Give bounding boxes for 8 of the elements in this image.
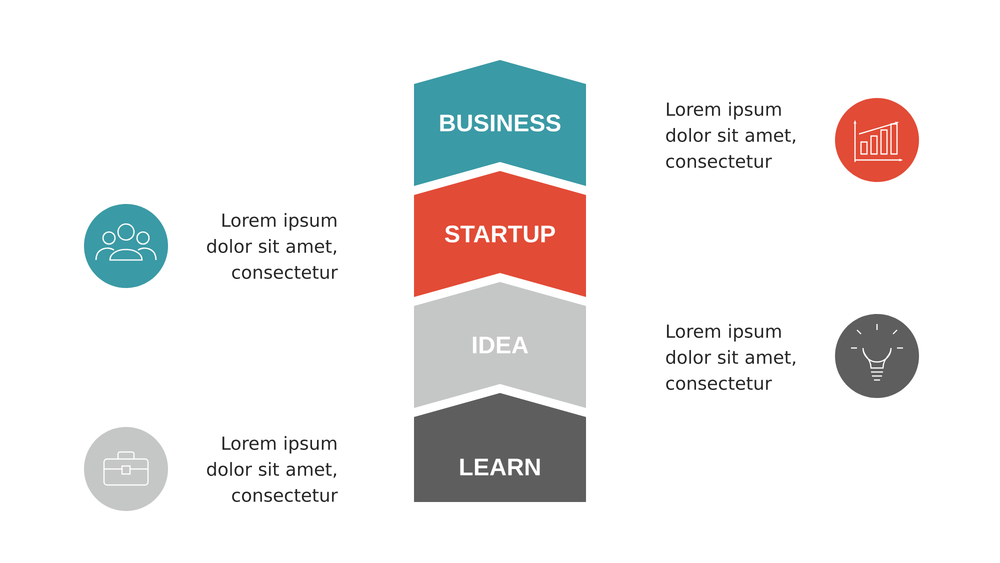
description-text: Lorem ipsum dolor sit amet, consectetur [666, 102, 796, 168]
chevron-band: IDEA [414, 282, 586, 408]
chevron-band: STARTUP [414, 171, 586, 297]
description-text: Lorem ipsum dolor sit amet, consectetur [207, 436, 338, 502]
description-text: Lorem ipsum dolor sit amet, consectetur [207, 213, 338, 279]
chevron-band: BUSINESS [414, 60, 586, 186]
description-text: Lorem ipsum dolor sit amet, consectetur [666, 324, 796, 390]
chevron-band: LEARN [414, 393, 586, 502]
